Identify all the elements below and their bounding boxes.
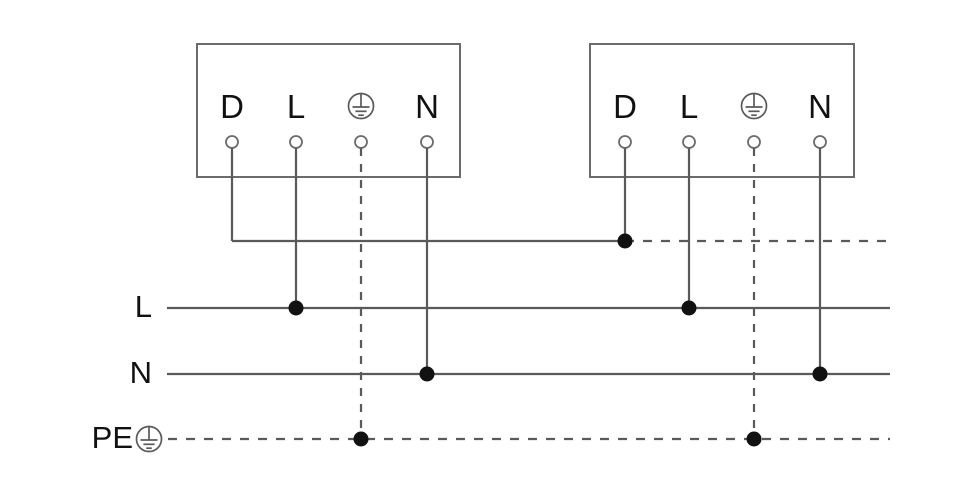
- bus-label-l: L: [135, 289, 152, 324]
- device-1-terminal-n-label: N: [415, 88, 439, 125]
- device-1-terminal-l-label: L: [287, 88, 305, 125]
- junction-dot-l-device1: [288, 300, 304, 316]
- device-1-enclosure: [196, 43, 461, 178]
- device-2-terminal-d-label: D: [613, 88, 637, 125]
- junction-dot-l-device2: [681, 300, 697, 316]
- device-2-earth-ground-icon: [740, 92, 768, 120]
- junction-dot-n-device1: [419, 366, 435, 382]
- device-2-terminal-d-post[interactable]: [618, 135, 632, 149]
- junction-dot-d-device2: [617, 233, 633, 249]
- junction-dot-n-device2: [812, 366, 828, 382]
- device-2-terminal-l-post[interactable]: [682, 135, 696, 149]
- device-1-terminal-n-post[interactable]: [420, 135, 434, 149]
- device-2-enclosure: [589, 43, 855, 178]
- device-1-terminal-d-post[interactable]: [225, 135, 239, 149]
- device-1-terminal-l-post[interactable]: [289, 135, 303, 149]
- junction-dot-pe-device2: [746, 431, 762, 447]
- device-box-2[interactable]: D L N: [589, 43, 855, 178]
- bus-label-n: N: [130, 355, 152, 390]
- bus-pe-earth-ground-icon: [135, 425, 163, 453]
- device-2-terminal-pe-post[interactable]: [747, 135, 761, 149]
- device-1-earth-ground-icon: [347, 92, 375, 120]
- bus-label-pe: PE: [92, 420, 133, 455]
- device-1-terminal-d-label: D: [220, 88, 244, 125]
- device-box-1[interactable]: D L N: [196, 43, 461, 178]
- device-1-terminal-pe-post[interactable]: [354, 135, 368, 149]
- device-2-terminal-l-label: L: [680, 88, 698, 125]
- device-2-terminal-n-post[interactable]: [813, 135, 827, 149]
- junction-dot-pe-device1: [353, 431, 369, 447]
- device-2-terminal-n-label: N: [808, 88, 832, 125]
